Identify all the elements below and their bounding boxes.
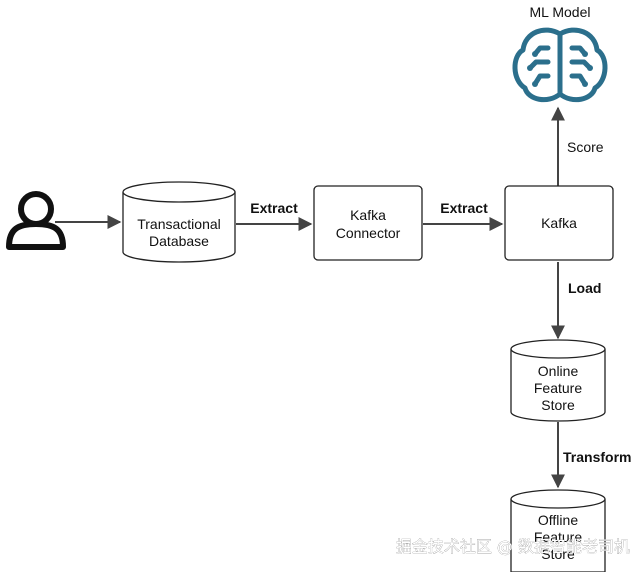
online-feature-store-node: Online Feature Store: [510, 339, 606, 422]
offline-store-label-line2: Feature: [534, 529, 582, 545]
extract-label-1: Extract: [250, 200, 298, 216]
load-label: Load: [568, 280, 601, 296]
transactional-database-label-line1: Transactional: [137, 216, 221, 232]
kafka-label: Kafka: [541, 215, 577, 231]
watermark-text: 掘金技术社区 @ 数据智能老司机: [396, 537, 630, 556]
kafka-node: Kafka: [504, 185, 614, 261]
extract-label-2: Extract: [440, 200, 488, 216]
kafka-connector-label-line2: Connector: [336, 225, 401, 241]
offline-store-label-line1: Offline: [538, 512, 578, 528]
offline-store-label-line3: Store: [541, 546, 575, 562]
transform-label: Transform: [563, 449, 631, 465]
ml-model-label: ML Model: [530, 4, 591, 20]
score-label: Score: [567, 139, 604, 155]
online-store-label-line1: Online: [538, 363, 579, 379]
online-store-label-line3: Store: [541, 397, 575, 413]
transactional-database-node: Transactional Database: [122, 181, 236, 263]
brain-circuit-nodes: [527, 51, 593, 87]
online-store-label-line2: Feature: [534, 380, 582, 396]
transactional-database-label-line2: Database: [149, 233, 209, 249]
kafka-connector-label-line1: Kafka: [350, 207, 386, 223]
offline-feature-store-node: Offline Feature Store: [510, 489, 606, 572]
kafka-connector-node: Kafka Connector: [313, 185, 423, 261]
user-icon: [6, 191, 66, 250]
brain-circuit-icon: [512, 27, 608, 103]
